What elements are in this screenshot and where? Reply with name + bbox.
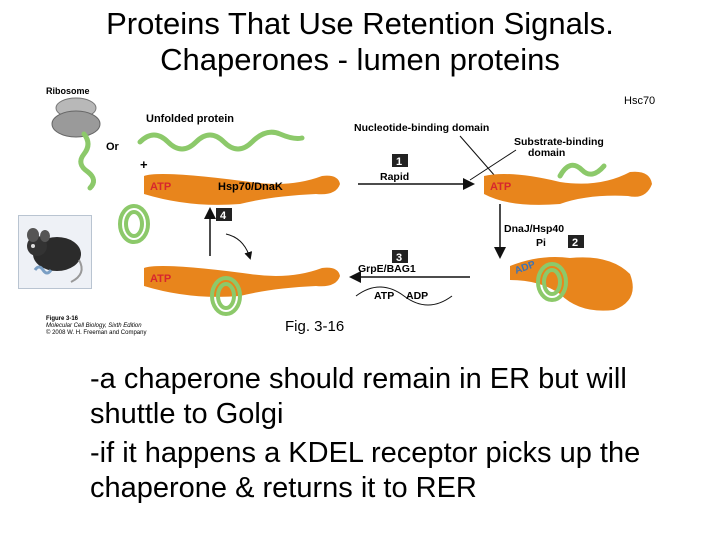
hsc70-label: Hsc70 [624,95,655,107]
step-1-label: 1 [396,156,402,168]
mouse-photo [18,215,92,289]
bullet-item-1: -a chaperone should remain in ER but wil… [90,363,627,430]
ribosome-label: Ribosome [46,86,90,96]
substrate-binding-label-1: Substrate-binding [514,136,604,148]
figure-credit-3: © 2008 W. H. Freeman and Company [46,329,146,336]
step-3-box [392,250,408,263]
or-label: Or [106,141,120,153]
step-1-box [392,154,408,167]
hsp70-chaperone-top-right [484,171,652,205]
title-line-1: Proteins That Use Retention Signals. [106,6,614,41]
hsp70-chaperone-bottom-left [144,266,340,297]
rapid-label: Rapid [380,171,409,183]
atp-label-bottom: ATP [374,290,394,302]
folded-protein-right-bottom [536,262,568,302]
hsp70-label: Hsp70/DnaK [218,181,283,193]
unfolded-chain [137,129,305,152]
slide-title: Proteins That Use Retention Signals. Cha… [0,6,720,78]
grpe-label: GrpE/BAG1 [358,263,416,275]
hsp70-chaperone-top-left [144,174,340,205]
atp-label-top-right: ATP [490,181,511,193]
adp-label-bottom: ADP [406,290,428,302]
folded-protein-left-mid [118,204,150,244]
nucleotide-binding-label: Nucleotide-binding domain [354,122,489,134]
dnaj-label: DnaJ/Hsp40 [504,223,564,235]
title-line-2: Chaperones - lumen proteins [160,42,560,77]
figure-credit-2: Molecular Cell Biology, Sixth Edition [46,323,142,329]
folded-protein-left-bottom [210,276,242,316]
bullet-list: -a chaperone should remain in ER but wil… [90,362,720,510]
substrate-binding-label-2: domain [528,147,565,159]
mouse-icon [27,228,83,283]
step-2-box [568,235,584,248]
step-2-label: 2 [572,237,578,249]
plus-label: + [140,157,148,172]
pi-label: Pi [536,237,546,249]
figure-caption: Fig. 3-16 [285,318,345,335]
step-4-label: 4 [220,210,227,222]
figure-credit-1: Figure 3-16 [46,316,79,322]
step-3-label: 3 [396,252,402,264]
bullet-item-2: -if it happens a KDEL receptor picks up … [90,437,641,504]
chaperone-cycle-figure: Ribosome Unfolded protein Or + Hsc70 Nuc… [46,86,655,336]
atp-label-top-left: ATP [150,181,171,193]
atp-label-bottom-left: ATP [150,273,171,285]
unfolded-protein-label: Unfolded protein [146,113,234,125]
ribosome-icon [51,97,101,191]
step-4-box [216,208,232,221]
